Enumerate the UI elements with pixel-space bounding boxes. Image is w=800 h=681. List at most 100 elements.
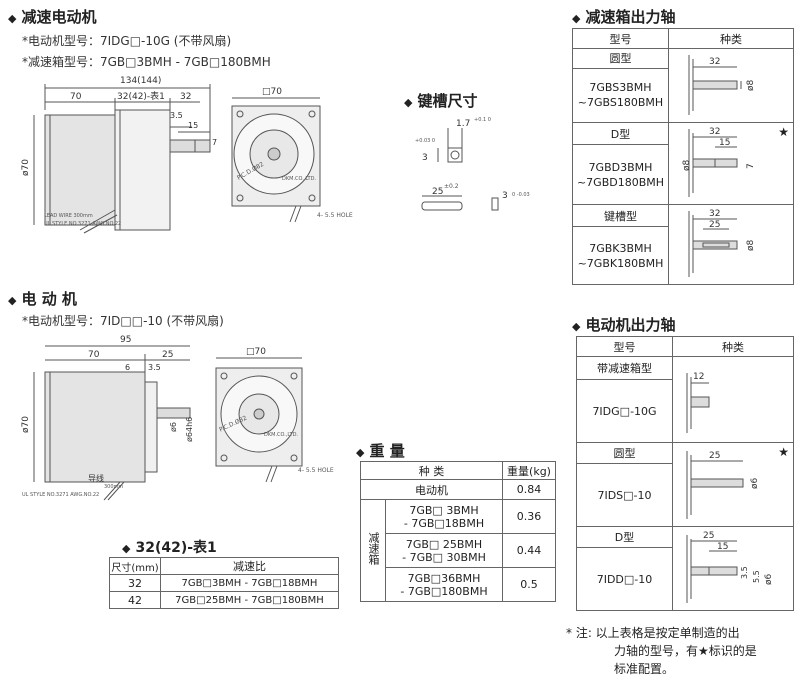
gs-shaft-round: 32 ø8 [688, 55, 756, 115]
m-dim-6: 6 [125, 363, 130, 372]
gs-2-m1: 7GBK3BMH [589, 241, 652, 255]
ms-type-0: 带减速箱型 [576, 355, 673, 381]
diamond-icon: ◆ [404, 96, 413, 109]
table-row: 7GBD3BMH~7GBD180BMH [572, 144, 794, 205]
table-row: 7GB□ 25BMH- 7GB□ 30BMH 0.44 [361, 533, 556, 568]
motor-shaft-header: ◆ 电动机出力轴 [572, 314, 675, 335]
weight-table: 种 类 重量(kg) 电动机 0.84 减速箱 7GB□ 3BMH- 7GB□1… [360, 461, 556, 602]
motor-shaft-title: 电动机出力轴 [585, 316, 676, 334]
gs-type-2: 键槽型 [572, 203, 669, 228]
m-dim-95: 95 [120, 335, 131, 345]
w-header-weight: 重量(kg) [502, 461, 556, 480]
ms-model-1: 7IDS□-10 [576, 463, 673, 527]
gs-1-m1: 7GBD3BMH [588, 160, 653, 174]
ms-2-dim-5-5: 5.5 [752, 570, 761, 583]
dim-7: 7 [212, 138, 217, 147]
gs-0-dim-len: 32 [709, 57, 720, 67]
dim-sq70: □70 [262, 87, 282, 97]
ms-2-dim-len: 25 [703, 531, 714, 541]
w-row-1: 7GB□ 25BMH- 7GB□ 30BMH [385, 533, 503, 568]
brand-label: DKM.CO.,LTD. [282, 176, 316, 182]
ms-shaft-gear: 12 [686, 372, 710, 433]
gear-shaft-table: 型号 种类 圆型 32 ø8 7GBS3BMH~7GBS180BMH D型 32… [572, 28, 794, 285]
t1-size-1: 42 [109, 591, 161, 609]
table-row: 7GBS3BMH~7GBS180BMH [572, 67, 794, 124]
gs-header-kind: 种类 [668, 28, 794, 49]
m-dim-phi6: ø6 [169, 422, 178, 432]
gs-header-model: 型号 [572, 28, 669, 49]
ms-drawing-0: 12 [672, 356, 794, 443]
m-dim-phi70: ø70 [21, 416, 31, 433]
ms-2-dim-3-5: 3.5 [740, 566, 749, 579]
t1-ratio-1: 7GB□25BMH - 7GB□180BMH [160, 591, 339, 609]
gs-0-dim-dia: ø8 [746, 79, 756, 91]
w-row-0-l2: - 7GB□18BMH [403, 516, 485, 530]
ms-model-0: 7IDG□-10G [576, 379, 673, 443]
table1: 尺寸(mm) 减速比 32 7GB□3BMH - 7GB□18BMH 42 7G… [109, 557, 339, 609]
w-row-0: 7GB□ 3BMH- 7GB□18BMH [385, 499, 503, 534]
table-row: 7IDG□-10G [576, 379, 794, 443]
dim-3-5: 3.5 [170, 111, 183, 120]
sec1-title: 减速电动机 [21, 8, 97, 26]
diamond-icon: ◆ [8, 12, 17, 25]
gs-1-dim-flat: 15 [719, 138, 730, 148]
gs-2-m2: ~7GBK180BMH [577, 256, 664, 270]
kw-3b-tol: 0 -0.03 [512, 192, 530, 198]
table-row: 键槽型 32 25 ø8 [572, 203, 794, 285]
t1-header-size: 尺寸(mm) [109, 557, 161, 575]
t1-size-0: 32 [109, 574, 161, 592]
ms-2-dim-flat: 15 [717, 542, 728, 552]
diamond-icon: ◆ [572, 12, 581, 25]
note-line-1: 注: 以上表格是按定单制造的出 [575, 626, 740, 640]
m-dim-phi64: ø64h6 [185, 417, 194, 442]
gearmotor-drawing: 134(144) 70 32(42)-表1 32 3.5 15 7 ø70 LE… [21, 76, 353, 234]
gs-shaft-key: 32 25 ø8 [688, 209, 756, 277]
ms-shaft-d: 25 15 3.5 5.5 ø6 [686, 531, 774, 603]
gs-type-0: 圆型 [572, 48, 669, 69]
w-row-2-l1: 7GB□36BMH [407, 571, 481, 585]
table-row: 圆型 25 ø6 ★ [576, 442, 794, 527]
table-row: 42 7GB□25BMH - 7GB□180BMH [109, 591, 339, 609]
ms-shaft-round: 25 ø6 [686, 451, 760, 519]
w-row-1-value: 0.44 [502, 533, 556, 568]
kw-3-tol: +0.03 0 [415, 138, 435, 144]
ms-0-dim-len: 12 [693, 372, 704, 382]
w-row-2-value: 0.5 [502, 567, 556, 602]
ms-drawing-1: 25 ø6 ★ [672, 442, 794, 527]
table-row: 圆型 32 ø8 [572, 48, 794, 123]
note-line-2: 力轴的型号，有★标识的是 [614, 644, 757, 658]
w-row-2: 7GB□36BMH- 7GB□180BMH [385, 567, 503, 602]
diamond-icon: ◆ [572, 320, 581, 333]
motor-drawing: 95 70 25 6 3.5 ø70 ø6 ø64h6 导线 300mm UL … [21, 335, 334, 501]
gs-model-0: 7GBS3BMH~7GBS180BMH [572, 67, 669, 124]
gs-drawing-2: 32 25 ø8 [668, 204, 794, 285]
t1-ratio-0: 7GB□3BMH - 7GB□18BMH [160, 574, 339, 592]
w-motor-value: 0.84 [502, 479, 556, 500]
m-dim-70: 70 [88, 350, 100, 360]
star-icon: ★ [778, 125, 789, 139]
kw-25: 25 [432, 187, 443, 197]
note-mark: * [566, 626, 572, 640]
sec1-gearbox-model: *减速箱型号：7GB□3BMH - 7GB□180BMH [22, 55, 271, 69]
dim-phi70: ø70 [21, 159, 31, 176]
w-row-0-l1: 7GB□ 3BMH [409, 503, 479, 517]
dim-32: 32 [180, 92, 191, 102]
ms-2-dim-dia: ø6 [764, 573, 774, 585]
w-row-1-l1: 7GB□ 25BMH [405, 537, 483, 551]
w-motor-label: 电动机 [360, 479, 503, 500]
wire-note-2: UL STYLE NO.3271 AWG.NO.22 [44, 221, 121, 227]
kw-1-7-tol: +0.1 0 [474, 117, 491, 123]
w-row-0-value: 0.36 [502, 499, 556, 534]
gs-1-dim-7: 7 [746, 163, 756, 169]
table-row: 7GB□36BMH- 7GB□180BMH 0.5 [361, 567, 556, 602]
ms-header-model: 型号 [576, 336, 673, 357]
keyway-header: ◆键槽尺寸 [404, 90, 477, 111]
gear-shaft-header: ◆减速箱出力轴 [572, 6, 675, 27]
gs-1-dim-len: 32 [709, 127, 720, 137]
table-row: 减速箱 7GB□ 3BMH- 7GB□18BMH 0.36 [360, 499, 556, 602]
table1-header: ◆32(42)-表1 [122, 537, 217, 557]
hole-label: 4- 5.5 HOLE [317, 212, 353, 219]
gs-model-2: 7GBK3BMH~7GBK180BMH [572, 226, 669, 285]
footnote: * 注: 以上表格是按定单制造的出 力轴的型号，有★标识的是 标准配置。 [566, 624, 796, 678]
kw-3b: 3 [502, 191, 508, 201]
